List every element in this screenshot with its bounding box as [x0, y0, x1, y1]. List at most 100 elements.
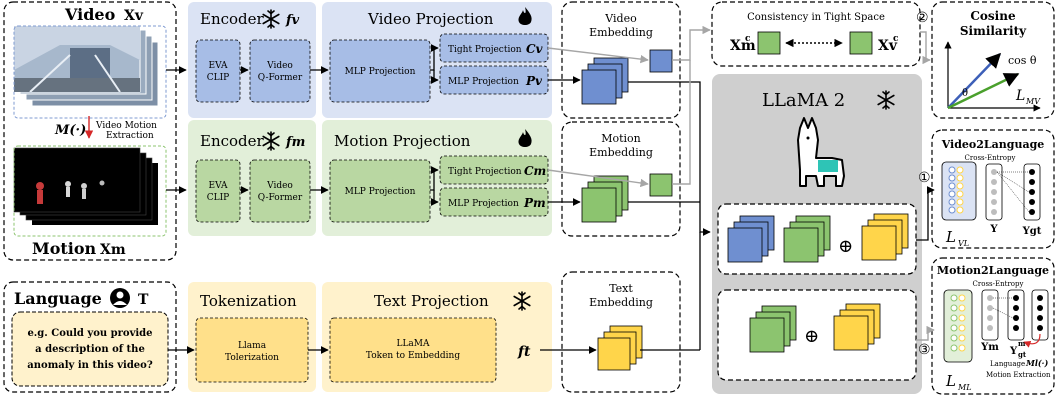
- motion-projection-title: Motion Projection: [334, 132, 471, 150]
- motion-extraction-caption-2: Extraction: [106, 131, 154, 141]
- motion-mlp-block: [329, 159, 431, 223]
- cosine-frame: [931, 1, 1055, 119]
- video-eva-clip-block: [195, 39, 241, 103]
- motion-embedding-line-1: Motion: [601, 132, 641, 145]
- cosine-loss-sub: MV: [1025, 97, 1041, 106]
- cosine-loss: L: [1015, 88, 1025, 104]
- llama-text-cubes-1: [861, 213, 909, 261]
- cosine-title-1: Cosine: [970, 9, 1016, 23]
- prompt-line-2: a description of the: [35, 344, 145, 355]
- motion2language-ce: Cross-Entropy: [973, 280, 1024, 288]
- video-qformer-line-1: Video: [266, 61, 293, 71]
- step-1-marker: ①: [918, 170, 931, 186]
- video-mlp-block: [329, 39, 431, 103]
- motion-qformer-line-2: Q-Former: [258, 193, 303, 203]
- v2l-loss: L: [945, 228, 956, 246]
- video2language-frame: [931, 129, 1055, 249]
- v2l-logit-circles: [948, 166, 964, 214]
- motion-embedding-line-2: Embedding: [589, 146, 653, 159]
- motion-tight-label: Tight Projection: [448, 167, 522, 177]
- text-embedding-line-2: Embedding: [589, 296, 653, 309]
- m2l-loss-sub: ML: [957, 383, 972, 392]
- step-3-marker: ③: [918, 342, 931, 358]
- m2l-motion-extraction-arrow: [1023, 333, 1041, 348]
- text-projection-title: Text Projection: [374, 292, 489, 310]
- input-language-frame: [3, 281, 177, 393]
- video-mlp2-symbol: Pv: [525, 74, 543, 88]
- video-encoder-title: Encoder: [200, 10, 265, 28]
- video-projection-title: Video Projection: [367, 10, 494, 28]
- cosine-label: cos θ: [1008, 54, 1037, 67]
- video-mlp-label: MLP Projection: [345, 67, 416, 77]
- prompt-line-1: e.g. Could you provide: [27, 328, 152, 339]
- motion-mlp2-label: MLP Projection: [448, 199, 519, 209]
- video-symbol: Xv: [124, 8, 144, 24]
- motion-eva-clip-block: [195, 159, 241, 223]
- llama-title: LLaMA 2: [762, 90, 845, 111]
- video-embedding-line-1: Video: [604, 12, 637, 25]
- llama-tokenizer-block: [195, 317, 309, 383]
- consistency-right-symbol: Xv: [878, 38, 898, 54]
- motion-mlp-label: MLP Projection: [345, 187, 416, 197]
- video-tight-symbol: Cv: [526, 42, 544, 56]
- motion-embedding-frame: [561, 121, 681, 237]
- consistency-video-cube: [849, 31, 873, 55]
- text-projection-symbol: ft: [517, 344, 531, 360]
- v2l-ygt-label: Ygt: [1022, 226, 1042, 237]
- consistency-left-symbol: Xm: [730, 38, 756, 54]
- motion-eva-line-1: EVA: [209, 181, 228, 191]
- motion-tight-symbol: Cm: [524, 164, 546, 178]
- video-embedding-line-2: Embedding: [589, 26, 653, 39]
- motion-qformer-block: [249, 159, 311, 223]
- consistency-left-sup: c: [745, 34, 751, 44]
- video2language-title: Video2Language: [941, 138, 1045, 151]
- video-qformer-line-2: Q-Former: [258, 73, 303, 83]
- motion-operator: M(·): [54, 123, 86, 138]
- text-embedding-stack: [597, 325, 643, 371]
- llama-oplus-1: ⊕: [838, 236, 853, 257]
- m2l-ygt-sup: m: [1018, 339, 1026, 348]
- motion-extraction-caption-1: Video Motion: [95, 121, 157, 131]
- motion-mlp2-symbol: Pm: [523, 196, 546, 210]
- m2l-loss: L: [945, 372, 956, 390]
- video-tight-label: Tight Projection: [448, 45, 522, 55]
- gray-arrows: [547, 25, 935, 341]
- flow-arrows: [166, 44, 935, 354]
- motion-qformer-line-1: Video: [266, 181, 293, 191]
- motion-tight-embedding-cube: [649, 173, 673, 197]
- cosine-vector-video: [947, 52, 1002, 109]
- motion-symbol: Xm: [100, 242, 126, 258]
- motion-encoder-title: Encoder: [200, 132, 265, 150]
- video-eva-line-1: EVA: [209, 61, 228, 71]
- motion-label: Motion: [32, 239, 97, 258]
- consistency-title: Consistency in Tight Space: [747, 12, 885, 23]
- motion-encoder-symbol: fm: [285, 135, 305, 150]
- token-embedding-block: [329, 317, 497, 383]
- video-mlp2-label: MLP Projection: [448, 77, 519, 87]
- language-symbol: T: [138, 292, 149, 308]
- consistency-motion-cube: [757, 31, 781, 55]
- user-icon: [110, 288, 130, 308]
- m2l-logits-block: [943, 289, 973, 363]
- video-encoder-symbol: fv: [285, 13, 300, 28]
- tokenizer-line-2: Tolerization: [225, 353, 279, 363]
- m2l-ygt-label: Y: [1009, 346, 1018, 357]
- step-2-marker: ②: [916, 10, 929, 26]
- video-label: Video: [64, 5, 116, 24]
- prompt-box: [11, 311, 169, 387]
- v2l-y-label: Y: [989, 224, 998, 235]
- tokenizer-line-1: Llama: [238, 341, 267, 351]
- video-tight-embedding-cube: [649, 49, 673, 73]
- llama-oplus-2: ⊕: [804, 326, 819, 347]
- text-embedding-frame: [561, 271, 681, 393]
- motion-embedding-stack: [581, 175, 629, 223]
- consistency-frame: [711, 1, 921, 67]
- motion-eva-line-2: CLIP: [207, 193, 229, 203]
- tokenization-title: Tokenization: [200, 292, 297, 310]
- text-embedding-line-1: Text: [609, 282, 633, 295]
- video-qformer-block: [249, 39, 311, 103]
- llama-motion-cubes: [783, 215, 831, 263]
- m2l-caption-op: Ml(·): [1025, 358, 1048, 368]
